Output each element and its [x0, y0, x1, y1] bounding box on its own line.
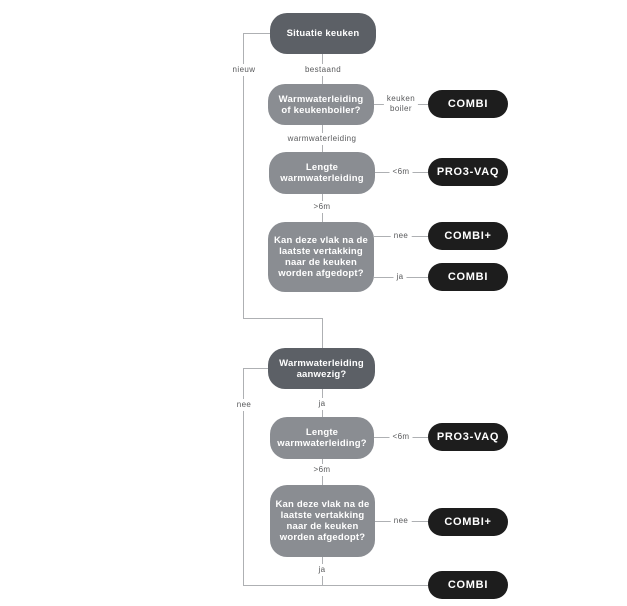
- node-lengte-2-line1: Lengte: [305, 427, 339, 438]
- edge-label-nee-2: nee: [233, 399, 255, 411]
- edge-label-ja-3: ja: [315, 564, 329, 576]
- node-situatie-keuken: Situatie keuken: [270, 13, 376, 54]
- node-warmwaterleiding-aanwezig: Warmwaterleiding aanwezig?: [268, 348, 375, 389]
- node-afdoppen-1-line3: naar de keuken: [285, 257, 357, 268]
- edge-label-warmwaterleiding: warmwaterleiding: [284, 133, 360, 145]
- node-situatie-keuken-line1: Situatie keuken: [286, 28, 360, 39]
- pill-pro3vaq-1: PRO3-VAQ: [428, 158, 508, 186]
- node-afdoppen-1: Kan deze vlak na de laatste vertakking n…: [268, 222, 374, 292]
- node-afdoppen-1-line2: laatste vertakking: [279, 246, 363, 257]
- edge-label-nieuw: nieuw: [229, 64, 259, 76]
- node-lengte-1-line2: warmwaterleiding: [280, 173, 364, 184]
- pill-combi-1: COMBI: [428, 90, 508, 118]
- edge-nieuw-corner-vertical: [322, 318, 323, 348]
- edge-bottom-horizontal: [243, 585, 428, 586]
- node-afdoppen-1-line1: Kan deze vlak na de: [273, 235, 369, 246]
- node-lengte-warmwaterleiding-1: Lengte warmwaterleiding: [269, 152, 375, 194]
- node-wwl-of-keukenboiler-line2: of keukenboiler?: [281, 104, 361, 116]
- node-lengte-1-line1: Lengte: [305, 162, 339, 173]
- edge-nieuw-horizontal: [243, 33, 270, 34]
- edge-label-bestaand: bestaand: [301, 64, 345, 76]
- node-wwl-aanwezig-line1: Warmwaterleiding: [279, 357, 364, 369]
- edge-nee-2-vertical: [243, 368, 244, 585]
- pill-combi-2: COMBI: [428, 263, 508, 291]
- node-lengte-2-line2: warmwaterleiding?: [277, 438, 367, 449]
- node-afdoppen-2: Kan deze vlak na de laatste vertakking n…: [270, 485, 375, 557]
- edge-label-ja-2: ja: [315, 398, 329, 410]
- edge-label-gt6m-1: >6m: [310, 201, 334, 213]
- edge-label-nee-1: nee: [390, 230, 412, 242]
- node-lengte-warmwaterleiding-2: Lengte warmwaterleiding?: [270, 417, 374, 459]
- edge-label-gt6m-2: >6m: [310, 464, 334, 476]
- edge-label-lt6m-1: <6m: [389, 166, 413, 178]
- pill-combiplus-1: COMBI+: [428, 222, 508, 250]
- node-warmwaterleiding-of-keukenboiler: Warmwaterleiding of keukenboiler?: [268, 84, 374, 125]
- pill-combiplus-2: COMBI+: [428, 508, 508, 536]
- pill-pro3vaq-2: PRO3-VAQ: [428, 423, 508, 451]
- pill-combi-3: COMBI: [428, 571, 508, 599]
- edge-label-keukenboiler: keuken boiler: [383, 93, 419, 115]
- edge-label-keukenboiler-line1: keuken: [386, 94, 416, 103]
- edge-nieuw-corner-horizontal: [243, 318, 323, 319]
- node-afdoppen-2-line1: Kan deze vlak na de: [275, 499, 370, 510]
- edge-label-nee-3: nee: [390, 515, 412, 527]
- node-afdoppen-2-line3: naar de keuken: [286, 521, 359, 532]
- edge-label-lt6m-2: <6m: [389, 431, 413, 443]
- edge-nieuw-vertical: [243, 33, 244, 318]
- node-wwl-of-keukenboiler-line1: Warmwaterleiding: [278, 93, 364, 105]
- node-afdoppen-2-line4: worden afgedopt?: [279, 532, 366, 543]
- node-wwl-aanwezig-line2: aanwezig?: [296, 368, 347, 380]
- edge-label-keukenboiler-line2: boiler: [390, 104, 412, 113]
- node-afdoppen-1-line4: worden afgedopt?: [278, 268, 364, 279]
- edge-nee-2-horizontal: [243, 368, 268, 369]
- node-afdoppen-2-line2: laatste vertakking: [280, 510, 365, 521]
- edge-label-ja-1: ja: [393, 271, 407, 283]
